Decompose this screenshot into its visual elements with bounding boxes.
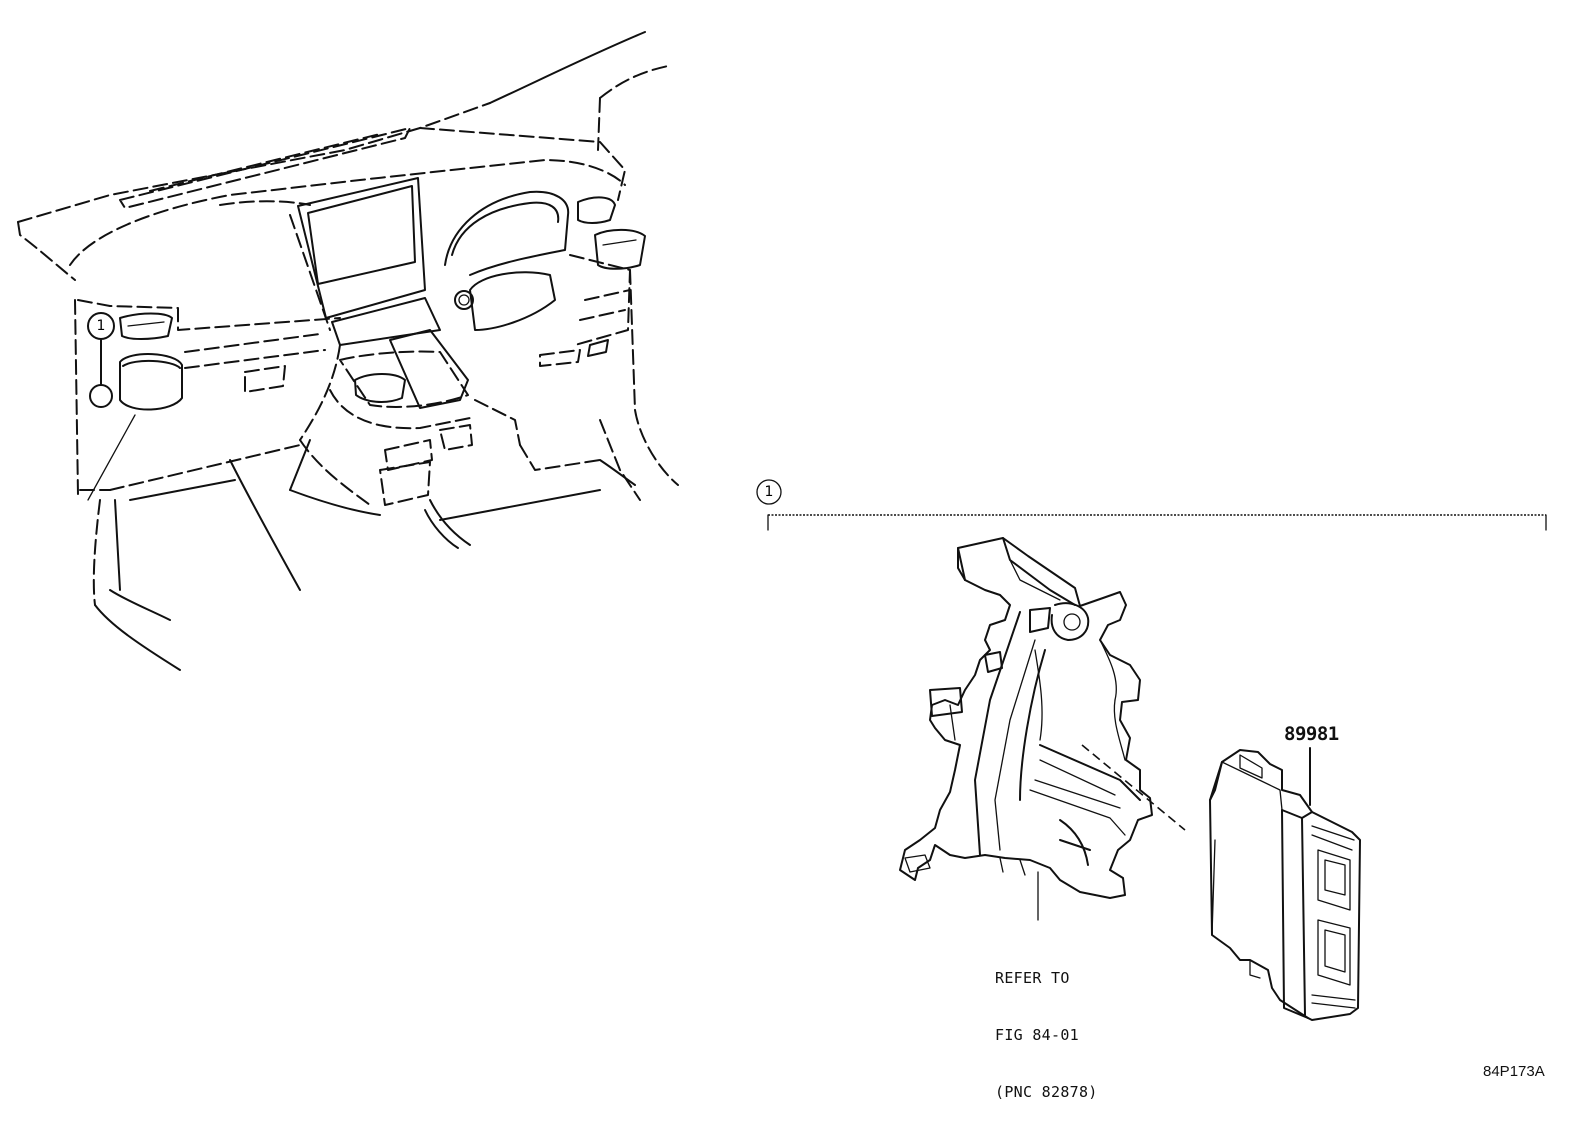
reference-note: REFER TO FIG 84-01 (PNC 82878) — [995, 931, 1098, 1121]
figure-code: 84P173A — [1483, 1063, 1545, 1080]
control-module-illustration — [1209, 747, 1361, 1021]
junction-bracket-illustration — [899, 537, 1186, 921]
reference-line-1: REFER TO — [995, 969, 1070, 987]
dashboard-illustration — [17, 31, 679, 671]
part-number-label: 89981 — [1284, 723, 1339, 745]
reference-line-2: FIG 84-01 — [995, 1026, 1079, 1044]
detail-callout-number: 1 — [764, 484, 774, 500]
reference-line-3: (PNC 82878) — [995, 1083, 1098, 1101]
detail-bracket — [756, 479, 1547, 531]
location-callout-number: 1 — [96, 318, 106, 334]
